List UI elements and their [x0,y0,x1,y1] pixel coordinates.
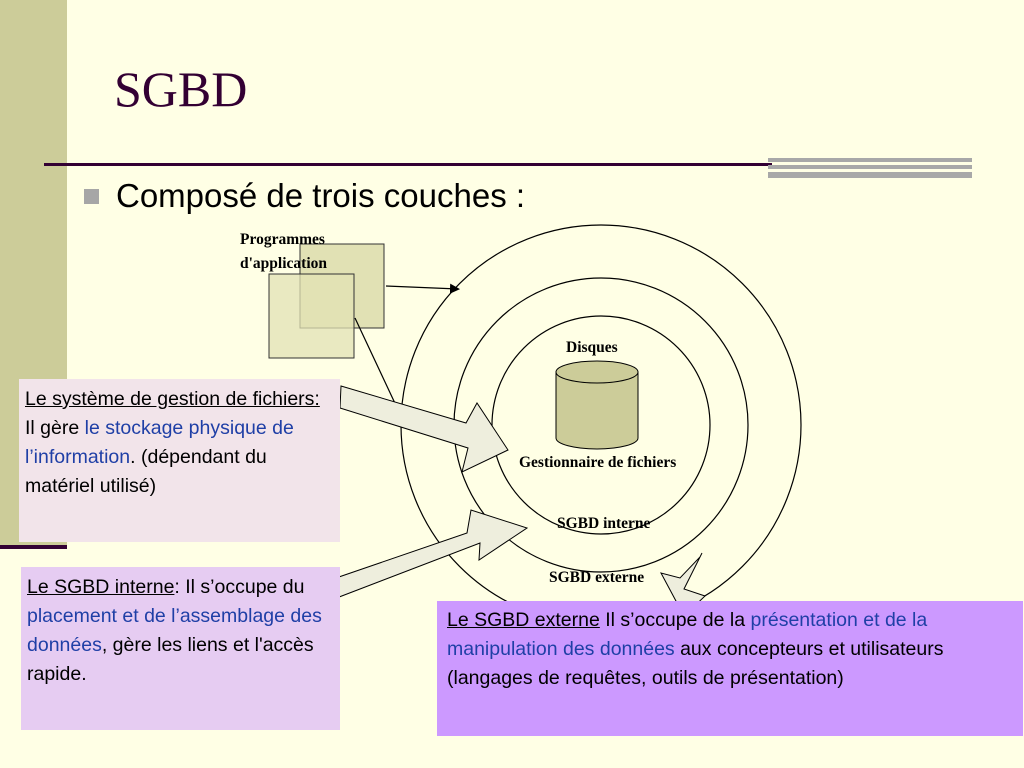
internal-label: SGBD interne [557,515,651,532]
bullet-square-icon [84,189,99,204]
file-system-description-box: Le système de gestion de fichiers: Il gè… [19,379,340,542]
internal-description-box: Le SGBD interne: Il s’occupe du placemen… [21,567,340,730]
disk-cylinder-icon [555,360,639,450]
file-system-highlight: le stockage physique de l’information [25,417,294,468]
file-system-block-arrow [339,385,509,473]
external-block-arrow [660,552,706,617]
disks-label: Disques [566,339,618,356]
decorative-bars [768,158,972,180]
external-highlight: présentation et de la manipulation des d… [447,609,928,660]
internal-term: Le SGBD interne [27,576,175,598]
file-system-text1: Il gère [25,417,85,439]
external-label: SGBD externe [549,569,644,586]
left-accent-line [0,545,67,549]
external-text1: Il s’occupe de la [599,609,751,631]
title-rule [44,163,772,166]
app-label-line1: Programmes [240,231,325,248]
external-description-box: Le SGBD externe Il s’occupe de la présen… [437,601,1023,736]
app-box-front [268,273,355,359]
file-system-term: Le système de gestion de fichiers: [25,388,320,410]
bullet-text: Composé de trois couches : [116,177,526,214]
app-to-external-arrow [385,283,460,294]
internal-highlight: placement et de l’assemblage des données [27,605,322,656]
internal-text1: : Il s’occupe du [174,576,305,598]
external-text2: aux concepteurs et utilisateurs (langage… [447,638,944,689]
app-label-line2: d'application [240,255,327,272]
file-system-text2: . (dépendant du matériel utilisé) [25,446,267,497]
app-to-internal-arrow [354,317,402,416]
internal-text2: , gère les liens et l'accès rapide. [27,634,314,685]
slide-title: SGBD [114,61,248,117]
external-term: Le SGBD externe [447,609,600,631]
file-manager-label: Gestionnaire de fichiers [519,454,676,471]
